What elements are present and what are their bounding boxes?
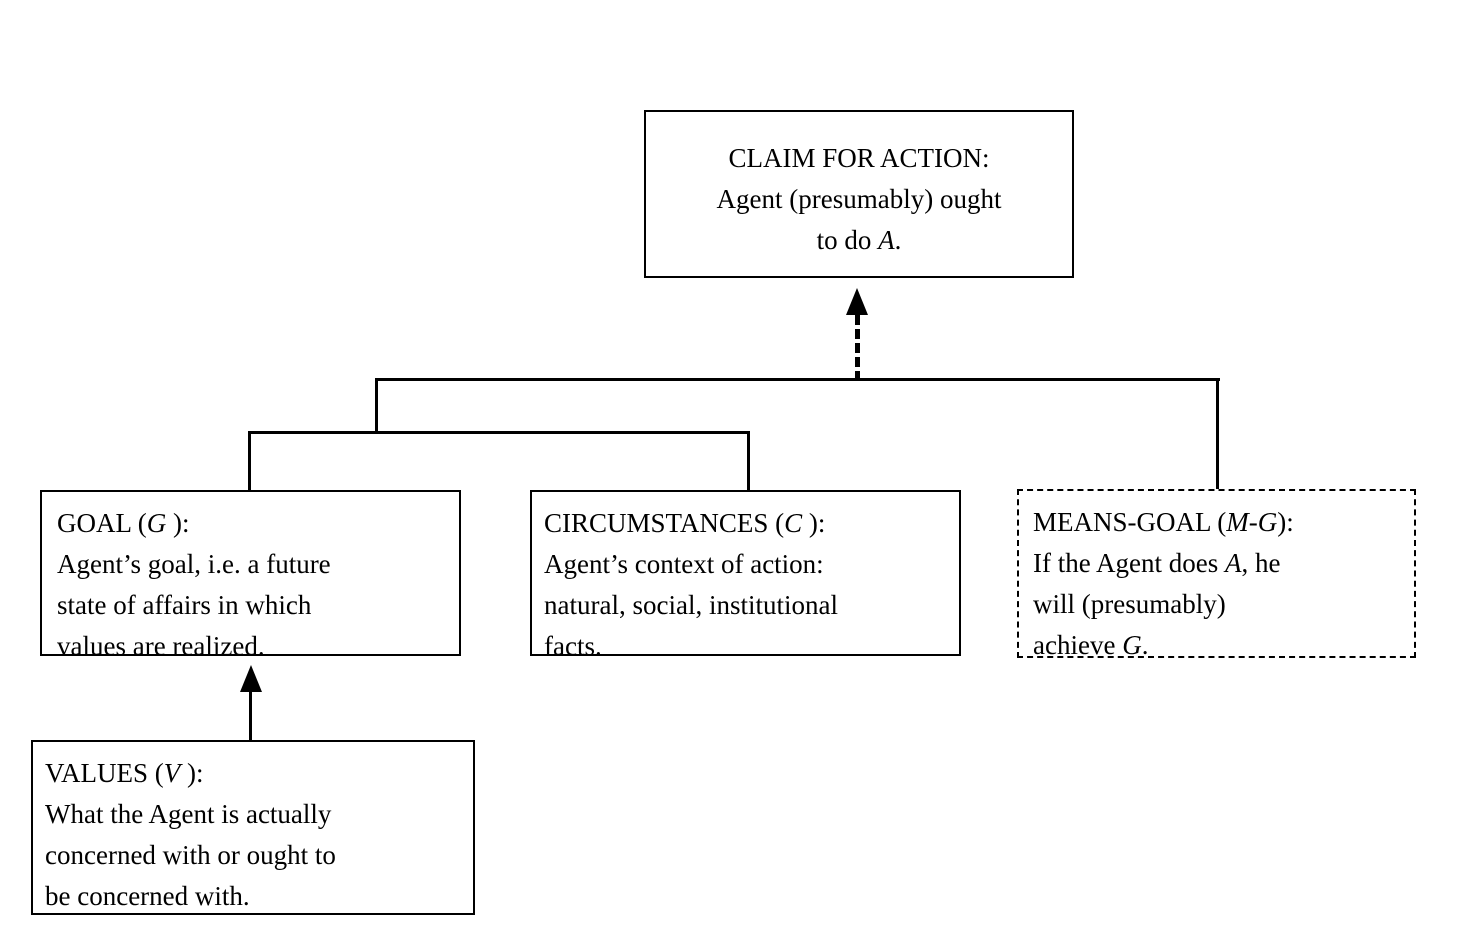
bracket-drop-midjoint [375,378,378,434]
values-arrowhead-icon [240,665,262,692]
node-circumstances[interactable]: CIRCUMSTANCES (C ):Agent’s context of ac… [530,490,961,661]
node-claim-for-action-text: CLAIM FOR ACTION:Agent (presumably) ough… [716,143,1002,255]
support-arrowhead-icon [846,288,868,315]
bracket-drop-goal [248,431,251,491]
bracket-drop-circumstances [747,431,750,491]
bracket-lower-bar [248,431,750,434]
values-arrow-shaft [249,692,252,742]
bracket-drop-means-goal [1216,378,1219,491]
bracket-top-bar [375,378,1220,381]
support-arrow-shaft [855,315,860,381]
node-circumstances-text: CIRCUMSTANCES (C ):Agent’s context of ac… [544,508,838,661]
node-means-goal[interactable]: MEANS-GOAL (M-G):If the Agent does A, he… [1017,489,1416,660]
node-claim-for-action[interactable]: CLAIM FOR ACTION:Agent (presumably) ough… [644,110,1074,278]
node-means-goal-text: MEANS-GOAL (M-G):If the Agent does A, he… [1033,507,1294,660]
